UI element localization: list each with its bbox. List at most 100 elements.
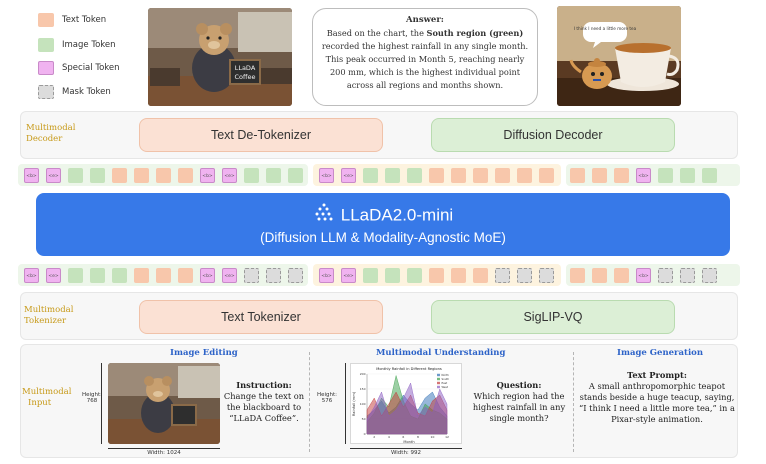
question-line3: single month? [489,413,549,423]
legend-text-token: Text Token [38,12,106,28]
question-line1: Which region had the [473,391,565,401]
text-token [156,268,171,283]
legend-mask-token: Mask Token [38,84,111,100]
input-bear-photo [108,363,220,444]
chart-height-label: Height: [316,392,338,398]
text-token [539,168,554,183]
input-label-line1: Multimodal [22,387,72,397]
text-token [134,268,149,283]
image-token [90,268,105,283]
chart-height-value: 576 [321,398,333,404]
image-token [363,168,378,183]
image-token [68,168,83,183]
chart-legend-label: North [442,373,450,377]
instruction-title: Instruction: [236,380,292,390]
chart-y-tick-label: 200 [360,372,366,376]
instruction-line3: “LLaDA Coffee”. [229,413,299,423]
legend-special-token: Special Token [38,60,120,76]
input-label-line2: Input [28,398,52,408]
chart-x-tick-label: 6 [402,435,404,439]
text-detokenizer-module: Text De-Tokenizer [139,118,383,152]
text-token [429,168,444,183]
text-prompt: Text Prompt: A small anthropomorphic tea… [578,370,736,425]
model-logo-icon [313,202,335,229]
image-token [407,268,422,283]
instruction-line2: the blackboard to [226,402,302,412]
image-token [363,268,378,283]
mask-token [517,268,532,283]
special-token: <e> [222,268,237,283]
text-token [429,268,444,283]
question-line2: highest rainfall in any [472,402,566,412]
special-token: <b> [319,168,334,183]
chart-series-area [366,382,448,435]
text-token [451,168,466,183]
chart-y-tick-label: 150 [360,387,366,391]
prompt-line2: stands beside a huge teacup, saying, [579,392,735,402]
input-token-strip-editing: <b> <e> <b> <e> [18,264,308,286]
special-token: <b> [200,168,215,183]
prompt-line1: A small anthropomorphic teapot [588,381,726,391]
chart-x-tick-label: 10 [431,435,435,439]
output-token-strip-editing: <b> <e> <b> <e> [18,164,308,186]
chart-height-dimension-label: Height: 576 [315,392,339,404]
answer-title: Answer: [406,15,444,25]
text-token [156,168,171,183]
blackboard-text-line2: Coffee [235,73,256,81]
special-token: <b> [319,268,334,283]
height-label: Height: [81,392,103,398]
panel-divider [573,352,574,452]
decoder-label: Multimodal Decoder [26,123,75,145]
special-token: <b> [24,168,39,183]
special-token: <e> [222,168,237,183]
width-dimension-line [108,448,220,449]
image-token [68,268,83,283]
model-subtitle: (Diffusion LLM & Modality-Agnostic MoE) [260,230,506,245]
diffusion-decoder-module: Diffusion Decoder [431,118,675,152]
answer-box: Answer: Based on the chart, the South re… [312,8,538,106]
mask-token [658,268,673,283]
blackboard-text-line1: LLaDA [235,64,256,72]
chart-legend-swatch [437,381,440,385]
image-token [112,268,127,283]
chart-x-axis-label: Month [403,440,414,444]
question-text: Question: Which region had the highest r… [470,380,568,424]
text-token [473,168,488,183]
special-token: <b> [200,268,215,283]
image-token [680,168,695,183]
mask-token [244,268,259,283]
text-token [592,268,607,283]
chart-legend-label: South [442,377,450,381]
speech-bubble-text: I think I need a little more tea [574,26,637,31]
image-token [658,168,673,183]
question-title: Question: [496,380,542,390]
output-token-strip-understanding: <b> <e> [313,164,561,186]
chart-x-tick-label: 12 [445,435,449,439]
special-token: <b> [636,168,651,183]
image-generation-title: Image Generation [617,348,704,358]
tokenizer-label: Multimodal Tokenizer [24,305,73,327]
text-token [592,168,607,183]
chart-y-tick-label: 100 [360,402,366,406]
text-token [112,168,127,183]
image-token [702,168,717,183]
answer-line2: recorded the highest rainfall in any sin… [321,41,529,90]
mask-token [680,268,695,283]
answer-line1: Based on the chart, the [326,28,424,38]
special-token: <e> [46,268,61,283]
chart-width-dimension-line [350,448,462,449]
image-token [407,168,422,183]
chart-x-tick-label: 4 [388,435,390,439]
model-name: LLaDA2.0-mini [340,205,454,225]
chart-height-dimension-line [345,363,346,444]
image-token [288,168,303,183]
legend-label: Image Token [62,40,116,50]
mask-token [266,268,281,283]
instruction-text: Instruction: Change the text on the blac… [222,380,306,424]
special-token: <b> [636,268,651,283]
text-token [134,168,149,183]
multimodal-understanding-title: Multimodal Understanding [376,348,506,358]
prompt-line4: Pixar-style animation. [611,414,703,424]
chart-legend-label: East [442,381,448,385]
mask-token [288,268,303,283]
